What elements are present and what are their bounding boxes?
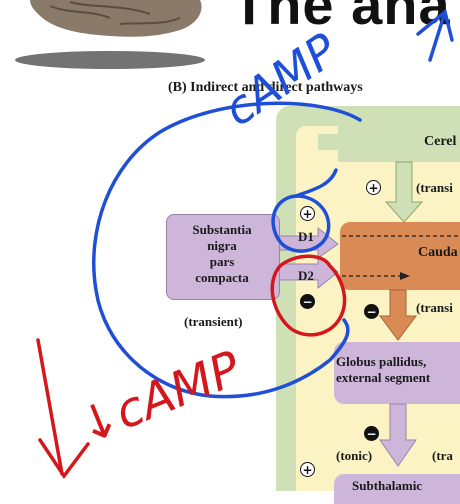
label-transient-top: (transi: [416, 180, 453, 195]
snc-line-3: pars: [209, 254, 235, 269]
label-transient-mid: (transi: [416, 300, 453, 315]
snc-line-4: compacta: [195, 270, 249, 285]
substantia-nigra-box: [166, 214, 280, 300]
snc-line-1: Substantia: [192, 222, 252, 237]
globus-pallidus-box: [334, 342, 460, 404]
receptor-d1: D1: [298, 229, 314, 244]
inner-green-strip: [276, 300, 296, 491]
page-title: The ana: [232, 0, 451, 36]
cerebral-cortex-label: Cerel: [424, 134, 457, 149]
plus-sign-d1: +: [300, 206, 315, 221]
receptor-d2: D2: [298, 268, 314, 283]
label-transient-snc: (transient): [184, 314, 243, 329]
minus-sign-caudate: −: [364, 304, 379, 319]
label-tonic-right: (tra: [432, 448, 453, 463]
caudate-label: Cauda: [418, 245, 458, 260]
cerebral-cortex-box: [338, 126, 460, 162]
minus-sign-gpe: −: [364, 426, 379, 441]
panel-label: (B) Indirect and direct pathways: [168, 80, 363, 95]
plus-sign-bottom: +: [300, 462, 315, 477]
snc-line-2: nigra: [207, 238, 237, 253]
label-tonic: (tonic): [336, 448, 373, 463]
globus-pallidus-line-1: Globus pallidus,: [336, 354, 427, 369]
brain-image: [0, 0, 210, 78]
handwritten-annotations: [36, 8, 454, 480]
pathway-arrows: [275, 134, 460, 467]
subthalamic-label: Subthalamic: [352, 478, 423, 493]
plus-sign-cortex: +: [366, 180, 381, 195]
minus-sign-d2: −: [300, 294, 315, 309]
globus-pallidus-line-2: external segment: [336, 370, 431, 385]
